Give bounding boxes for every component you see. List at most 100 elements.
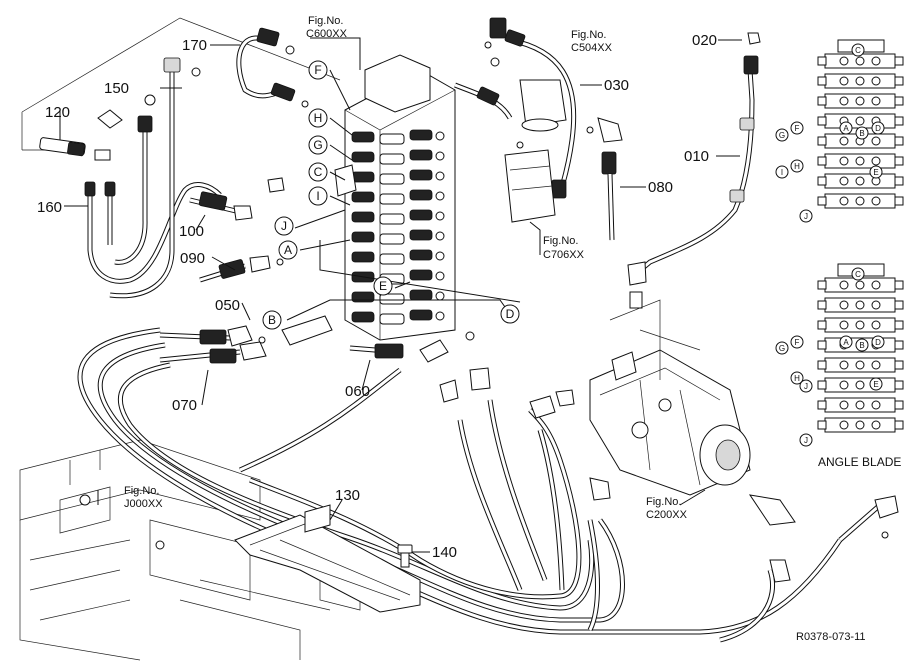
part-label-150: 150: [104, 80, 129, 97]
pipe-010-assembly: [627, 32, 761, 309]
svg-text:D: D: [506, 307, 515, 321]
fig-ref-c200: Fig.No. C200XX: [646, 496, 688, 521]
svg-text:G: G: [313, 138, 322, 152]
fig-ref-c706: Fig.No. C706XX: [543, 235, 585, 261]
svg-text:I: I: [781, 168, 783, 177]
port-marker-g: G: [308, 135, 328, 155]
port-marker-e: E: [373, 276, 393, 296]
svg-text:E: E: [873, 380, 878, 389]
svg-text:C: C: [314, 165, 323, 179]
svg-text:A: A: [843, 338, 849, 347]
svg-text:B: B: [268, 313, 276, 327]
svg-text:C706XX: C706XX: [543, 249, 585, 261]
svg-text:H: H: [794, 374, 800, 383]
drawing-code: R0378-073-11: [796, 631, 866, 643]
svg-text:C600XX: C600XX: [306, 28, 348, 40]
svg-text:D: D: [875, 124, 881, 133]
port-marker-i: I: [308, 186, 328, 206]
svg-text:G: G: [779, 131, 785, 140]
inset-top-marker-a: A: [839, 121, 853, 135]
inset-bottom-marker-e: E: [869, 377, 883, 391]
svg-text:F: F: [795, 124, 800, 133]
part-label-010: 010: [684, 148, 709, 165]
part-label-160: 160: [37, 199, 62, 216]
inset-bottom-marker-j: J: [799, 379, 813, 393]
inset-top-marker-h: H: [790, 159, 804, 173]
inset-top-marker-d: D: [871, 121, 885, 135]
svg-text:C200XX: C200XX: [646, 509, 688, 521]
svg-text:J: J: [804, 436, 808, 445]
part-label-070: 070: [172, 397, 197, 414]
svg-text:F: F: [795, 338, 800, 347]
svg-text:C: C: [855, 270, 861, 279]
fig-ref-c504: Fig.No. C504XX: [571, 29, 613, 54]
part-label-130: 130: [335, 487, 360, 504]
svg-text:F: F: [314, 63, 321, 77]
inset-top-diagram: C F A B D G H I E J: [775, 39, 904, 223]
svg-text:J: J: [804, 212, 808, 221]
fig-ref-j000: Fig.No. J000XX: [124, 485, 163, 510]
hose-080-assembly: [586, 117, 623, 241]
port-marker-b: B: [262, 310, 282, 330]
svg-text:E: E: [873, 168, 878, 177]
part-label-050: 050: [215, 297, 240, 314]
port-marker-a: A: [278, 240, 298, 260]
part-label-120: 120: [45, 104, 70, 121]
inset-bottom-marker-g: G: [775, 341, 789, 355]
hose-170-assembly: [236, 27, 309, 108]
svg-text:H: H: [794, 162, 800, 171]
right-fittings: [439, 367, 899, 542]
svg-text:C: C: [855, 46, 861, 55]
svg-text:J000XX: J000XX: [124, 498, 163, 510]
port-marker-h: H: [308, 108, 328, 128]
inset-top-marker-i: I: [775, 165, 789, 179]
control-valve-assembly: [334, 54, 456, 341]
svg-text:G: G: [779, 344, 785, 353]
inset-top-marker-j: J: [799, 209, 813, 223]
left-hose-group: [39, 57, 222, 299]
inset-top-marker-b: B: [855, 126, 869, 140]
chassis-frame: [19, 439, 361, 661]
svg-text:I: I: [316, 189, 319, 203]
hose-030-assembly: [454, 17, 577, 223]
part-label-020: 020: [692, 32, 717, 49]
inset-top-marker-g: G: [775, 128, 789, 142]
svg-text:H: H: [314, 111, 323, 125]
inset-caption: ANGLE BLADE: [818, 455, 901, 469]
inset-bottom-marker-f: F: [790, 335, 804, 349]
port-marker-c: C: [308, 162, 328, 182]
svg-text:Fig.No.: Fig.No.: [571, 29, 606, 41]
svg-text:C504XX: C504XX: [571, 42, 613, 54]
leader-lines: [59, 37, 742, 553]
svg-text:B: B: [859, 341, 864, 350]
part-label-170: 170: [182, 37, 207, 54]
part-label-060: 060: [345, 383, 370, 400]
inset-top-marker-f: F: [790, 121, 804, 135]
svg-text:Fig.No.: Fig.No.: [308, 15, 343, 27]
inset-top-marker-e: E: [869, 165, 883, 179]
port-marker-d: D: [500, 304, 520, 324]
part-label-140: 140: [432, 544, 457, 561]
fig-ref-c600: Fig.No. C600XX: [306, 15, 348, 40]
svg-text:J: J: [281, 219, 287, 233]
inset-bottom-marker-a: A: [839, 335, 853, 349]
bolt-140: [397, 544, 413, 568]
hose-guard: [234, 504, 421, 613]
svg-text:B: B: [859, 129, 864, 138]
svg-text:E: E: [379, 279, 387, 293]
inset-top-marker-c: C: [851, 43, 865, 57]
port-marker-j: J: [274, 216, 294, 236]
inset-bottom-marker-h: H: [790, 371, 804, 385]
svg-text:Fig.No.: Fig.No.: [543, 235, 578, 247]
hose-bundle: [77, 327, 843, 643]
svg-text:A: A: [843, 124, 849, 133]
inset-bottom-marker-c: C: [851, 267, 865, 281]
svg-text:Fig.No.: Fig.No.: [124, 485, 159, 497]
inset-bottom-marker-d: D: [871, 335, 885, 349]
part-label-080: 080: [648, 179, 673, 196]
port-marker-f: F: [308, 60, 328, 80]
